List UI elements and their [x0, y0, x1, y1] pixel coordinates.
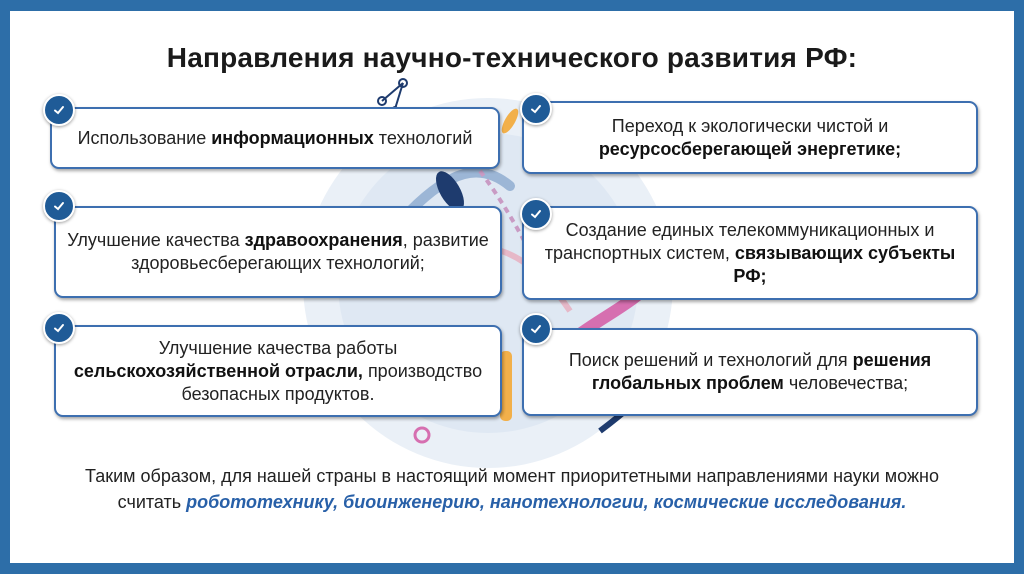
checkmark-icon — [520, 313, 552, 345]
checkmark-icon — [520, 198, 552, 230]
direction-card-telecom: Создание единых телекоммуникационных и т… — [522, 206, 978, 300]
summary-highlight: робототехнику, биоинженерию, нанотехноло… — [186, 492, 902, 512]
page-title: Направления научно-технического развития… — [166, 42, 858, 73]
checkmark-icon — [43, 190, 75, 222]
direction-card-it: Использование информационных технологий — [50, 107, 500, 169]
direction-card-global: Поиск решений и технологий для решения г… — [522, 328, 978, 416]
slide: Направления научно-технического развития… — [10, 11, 1014, 563]
checkmark-icon — [520, 93, 552, 125]
checkmark-icon — [43, 94, 75, 126]
direction-card-health: Улучшение качества здравоохранения, разв… — [54, 206, 502, 298]
direction-card-energy: Переход к экологически чистой и ресурсос… — [522, 101, 978, 174]
direction-card-agriculture: Улучшение качества работы сельскохозяйст… — [54, 325, 502, 417]
summary-text: Таким образом, для нашей страны в настоя… — [85, 466, 939, 512]
checkmark-icon — [43, 312, 75, 344]
